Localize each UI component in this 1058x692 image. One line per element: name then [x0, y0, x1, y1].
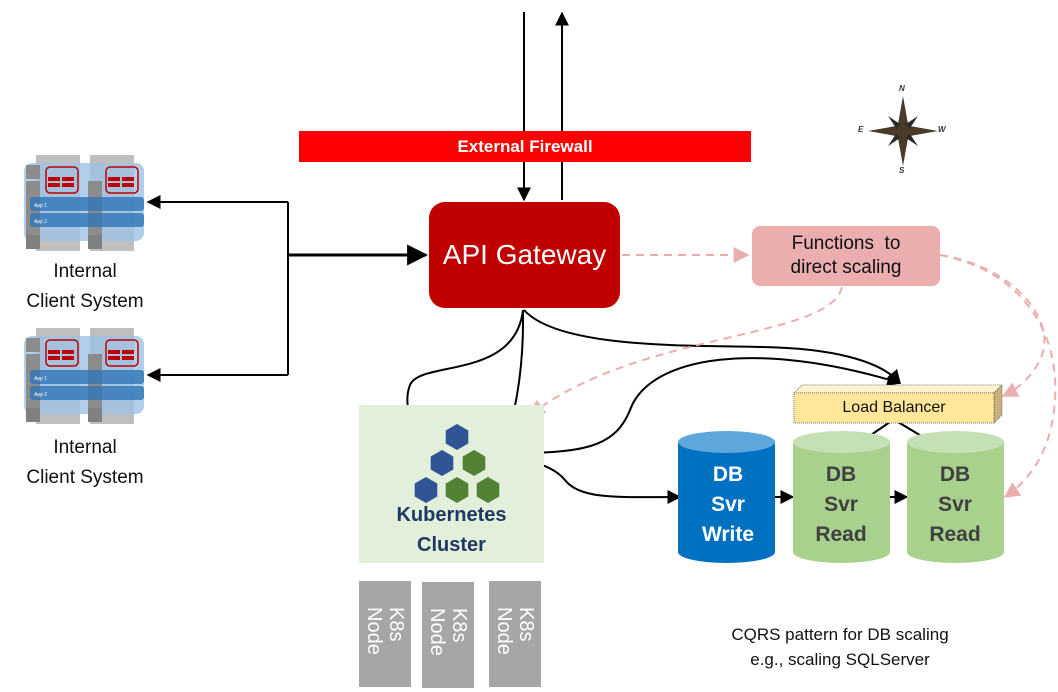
gateway-to-lb-arrow [523, 309, 901, 385]
caption-line2: e.g., scaling SQLServer [750, 650, 930, 669]
client-system-thumbnail-2: App 1 App 2 [24, 328, 146, 424]
node-line2: Node [426, 608, 448, 656]
node-line2: Node [363, 607, 385, 655]
k8s-label-line1: Kubernetes [396, 504, 507, 526]
node-line1: K8s [515, 607, 537, 642]
db-cylinders [678, 431, 1004, 563]
db-line: Read [929, 523, 981, 546]
db-line: DB [712, 463, 744, 486]
kubernetes-hex-icon [414, 424, 500, 503]
db-line: Svr [938, 493, 972, 516]
db-line: Svr [711, 493, 745, 516]
client-system-label-1: Internal Client System [5, 257, 165, 317]
db-cylinder-2 [793, 442, 890, 563]
hexagon-5 [445, 477, 469, 503]
svg-text:App 1: App 1 [34, 376, 47, 382]
functions-line1: Functions to [791, 233, 901, 254]
weblogic-domain-icon: App 1 App 2 [24, 328, 144, 424]
weblogic-domain-icon: App 1 App 2 [24, 155, 144, 251]
hexagon-1 [445, 424, 469, 450]
caption-line1: CQRS pattern for DB scaling [731, 625, 949, 644]
client-label-line1: Internal [53, 437, 117, 458]
db-cylinder-top-2 [793, 431, 890, 453]
compass-rose: N E W S [858, 84, 948, 176]
db-line: DB [939, 463, 971, 486]
db-write-label: DB Svr Write [693, 460, 763, 550]
kubernetes-cluster-label: Kubernetes Cluster [359, 500, 544, 560]
client-system-thumbnail-1: App 1 App 2 [24, 155, 146, 251]
client-system-label-2: Internal Client System [5, 433, 165, 493]
k8s-label-line2: Cluster [417, 534, 486, 556]
db-line: Svr [824, 493, 858, 516]
hexagon-3 [462, 450, 486, 476]
compass-icon [868, 96, 938, 166]
functions-to-dbread2-dashed [939, 254, 1057, 498]
cqrs-caption: CQRS pattern for DB scaling e.g., scalin… [690, 622, 990, 672]
hexagon-2 [430, 450, 454, 476]
node-line1: K8s [448, 608, 470, 643]
gateway-label: API Gateway [442, 239, 607, 270]
compass-s: S [899, 166, 905, 175]
db-read-label-1: DB Svr Read [806, 460, 876, 550]
k8s-to-lb-arrow [459, 357, 902, 457]
functions-to-lb-dashed [939, 254, 1046, 397]
svg-text:App 1: App 1 [34, 203, 47, 209]
db-cylinder-3 [907, 442, 1004, 563]
client-label-line1: Internal [53, 261, 117, 282]
db-line: DB [825, 463, 857, 486]
db-line: Write [701, 523, 755, 546]
compass-e: E [858, 125, 864, 134]
node-line2: Node [493, 607, 515, 655]
db-line: Read [815, 523, 867, 546]
client-label-line2: Client System [26, 467, 144, 488]
functions-scaling-box: Functions to direct scaling [752, 226, 940, 286]
db-cylinder-top-3 [907, 431, 1004, 453]
svg-text:App 2: App 2 [34, 219, 47, 225]
node-line1: K8s [385, 607, 407, 642]
hexagon-4 [414, 477, 438, 503]
svg-text:App 2: App 2 [34, 392, 47, 398]
functions-to-k8s-dashed [528, 286, 843, 416]
external-firewall: External Firewall [299, 131, 751, 162]
hexagon-6 [476, 477, 500, 503]
db-cylinder-top-1 [678, 431, 775, 453]
functions-line2: direct scaling [790, 257, 902, 278]
load-balancer-label: Load Balancer [842, 399, 946, 416]
firewall-label: External Firewall [457, 136, 593, 156]
db-cylinder-1 [678, 442, 775, 563]
compass-n: N [899, 84, 905, 93]
api-gateway: API Gateway [429, 202, 620, 308]
load-balancer-box [793, 384, 1003, 424]
compass-w: W [938, 125, 946, 134]
db-read-label-2: DB Svr Read [920, 460, 990, 550]
client-label-line2: Client System [26, 291, 144, 312]
